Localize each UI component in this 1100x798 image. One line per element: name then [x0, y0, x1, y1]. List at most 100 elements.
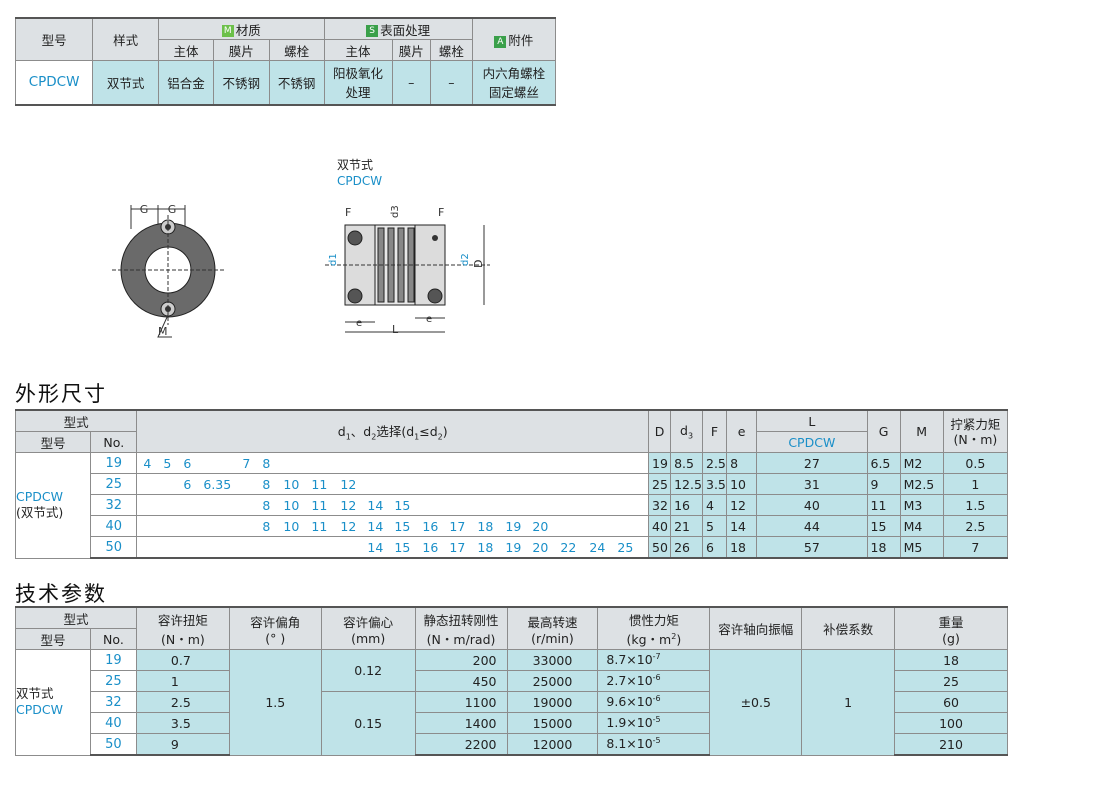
dims-L: 27 — [756, 452, 868, 474]
dims-D: 50 — [647, 536, 672, 559]
bore-option: 6.35 — [203, 477, 232, 492]
dim-d3: d3 — [390, 205, 401, 218]
spec-mat-film: 不锈钢 — [212, 60, 270, 106]
tech-stiffness: 2200 — [414, 733, 508, 756]
bore-option: 14 — [367, 498, 384, 513]
side-view-drawing: F F d3 d1 d2 D e e L — [325, 205, 490, 336]
bore-option: 12 — [340, 477, 357, 492]
bore-option: 15 — [394, 519, 411, 534]
surface-badge: S — [366, 25, 379, 37]
bore-option: 24 — [589, 540, 606, 555]
dims-D: 25 — [647, 473, 672, 495]
material-badge: M — [221, 25, 234, 37]
dims-table: 型式 d1、d2选择(d1≤d2) D d3 F e L G M 拧紧力矩(N・… — [14, 409, 1009, 559]
dims-F: 4 — [701, 494, 728, 516]
spec-sub-header: 膜片 — [212, 39, 270, 61]
dims-no: 25 — [90, 473, 138, 495]
tech-weight: 18 — [894, 649, 1008, 671]
tech-header-inertia: 惯性力矩(kg・m2) — [597, 606, 711, 650]
dims-G: 9 — [866, 473, 901, 495]
dims-header-torque: 拧紧力矩(N・m) — [942, 409, 1009, 453]
bore-option: 20 — [532, 540, 549, 555]
dims-M: M4 — [899, 515, 944, 537]
bore-option: 8 — [262, 498, 271, 513]
dims-D: 32 — [647, 494, 672, 516]
diagram-title: 双节式 — [337, 158, 374, 172]
tech-header-weight: 重量(g) — [894, 606, 1008, 650]
bore-option: 20 — [532, 519, 549, 534]
dims-header-M: M — [899, 409, 944, 453]
dims-no: 32 — [90, 494, 138, 516]
bore-option: 10 — [283, 477, 300, 492]
diagram-caption: 双节式 CPDCW — [337, 157, 382, 189]
bore-option: 4 — [143, 456, 152, 471]
tech-inertia: 1.9×10-5 — [597, 712, 711, 734]
tech-weight: 210 — [894, 733, 1008, 756]
bolt-icon — [427, 288, 443, 304]
dims-G: 6.5 — [866, 452, 901, 474]
tech-torque: 2.5 — [135, 691, 230, 713]
spec-header-style: 样式 — [92, 17, 160, 61]
dim-d2: d2 — [460, 253, 471, 266]
dims-L: 31 — [756, 473, 868, 495]
dims-header-L: L — [756, 409, 868, 432]
bore-option: 8 — [262, 477, 271, 492]
tech-axial: ±0.5 — [709, 649, 803, 756]
tech-speed: 12000 — [506, 733, 599, 756]
tech-model-2: CPDCW — [16, 702, 63, 718]
dims-D: 19 — [647, 452, 672, 474]
dims-M: M2 — [899, 452, 944, 474]
bore-option: 17 — [449, 519, 466, 534]
dims-M: M5 — [899, 536, 944, 559]
spec-surf-bolt: – — [430, 60, 473, 106]
tech-stiffness: 200 — [414, 649, 508, 671]
dims-header-e: e — [726, 409, 758, 453]
dims-torque: 7 — [942, 536, 1009, 559]
bore-option: 8 — [262, 456, 271, 471]
spec-accessory: 内六角螺栓固定螺丝 — [471, 60, 557, 106]
spec-sub-header: 主体 — [158, 39, 214, 61]
tech-no: 32 — [89, 691, 137, 713]
tech-torque: 3.5 — [135, 712, 230, 734]
dims-header-L-model: CPDCW — [756, 431, 868, 453]
tech-torque: 0.7 — [135, 649, 230, 671]
dims-header-F: F — [701, 409, 728, 453]
bore-option: 8 — [262, 519, 271, 534]
bore-option: 18 — [477, 519, 494, 534]
spec-mat-bolt: 不锈钢 — [268, 60, 325, 106]
bore-option: 17 — [449, 540, 466, 555]
dims-G: 15 — [866, 515, 901, 537]
dims-header-d3: d3 — [670, 409, 703, 453]
tech-stiffness: 450 — [414, 670, 508, 692]
bolt-icon — [347, 230, 363, 246]
tech-speed: 25000 — [506, 670, 599, 692]
tech-header-axial: 容许轴向振幅 — [709, 606, 803, 650]
spec-surf-film: – — [391, 60, 432, 106]
dims-header-G: G — [866, 409, 901, 453]
dims-torque: 0.5 — [942, 452, 1009, 474]
dims-F: 5 — [701, 515, 728, 537]
dim-F-left: F — [345, 206, 351, 219]
diagram-model: CPDCW — [337, 174, 383, 188]
dim-G-right: G — [168, 203, 177, 216]
tech-no: 40 — [89, 712, 137, 734]
dims-header-model: 型号 — [14, 431, 92, 453]
tech-angle: 1.5 — [228, 649, 322, 756]
bore-option: 11 — [311, 498, 328, 513]
spec-sub-header: 螺栓 — [268, 39, 325, 61]
tech-torque: 1 — [135, 670, 230, 692]
bore-option: 19 — [505, 540, 522, 555]
bore-option: 15 — [394, 540, 411, 555]
dims-no: 40 — [90, 515, 138, 537]
tech-speed: 15000 — [506, 712, 599, 734]
spec-sub-header: 膜片 — [391, 39, 432, 61]
tech-stiffness: 1400 — [414, 712, 508, 734]
